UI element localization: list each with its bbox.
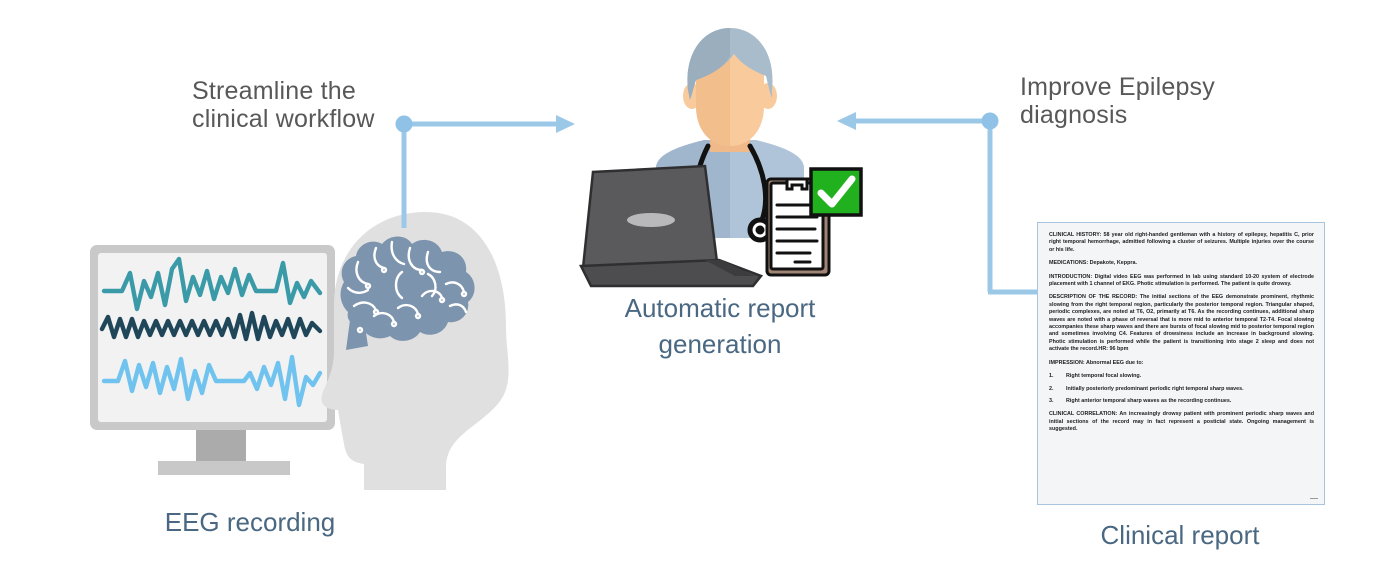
list-item: 3. Right anterior temporal sharp waves a…	[1049, 398, 1314, 405]
head-silhouette-icon	[310, 200, 540, 490]
eeg-wave-navy	[99, 310, 323, 342]
connector-right-node	[981, 112, 999, 130]
report-paragraph-medications: MEDICATIONS: Depakote, Keppra.	[1049, 260, 1137, 267]
list-item-text: Initially posteriorly predominant period…	[1066, 385, 1244, 392]
monitor-stand-neck	[196, 430, 246, 463]
list-item-number: 1.	[1049, 373, 1054, 380]
eeg-wave-teal	[101, 256, 323, 312]
list-item-number: 3.	[1049, 397, 1054, 404]
brain-folds	[346, 240, 468, 334]
clipboard-lines	[775, 203, 819, 264]
laptop-hinge	[705, 260, 755, 276]
arrow-right-icon	[556, 115, 575, 133]
report-paragraph-introduction: INTRODUCTION: Digital video EEG was perf…	[1049, 273, 1314, 288]
report-corner-mark	[1310, 493, 1318, 499]
caption-clinical-report: Clinical report	[1100, 520, 1260, 550]
doctor-hair-shadow	[687, 28, 730, 100]
monitor-stand-base	[158, 461, 290, 475]
connector-left-node	[395, 115, 413, 133]
report-paragraph-description: DESCRIPTION OF THE RECORD: The initial s…	[1049, 294, 1314, 353]
arrow-left-icon	[837, 112, 856, 130]
list-item: 1. Right temporal focal slowing.	[1049, 373, 1314, 380]
stethoscope-diaphragm	[755, 225, 765, 235]
laptop-logo	[627, 213, 675, 227]
eeg-screen	[98, 253, 327, 422]
label-improve: Improve Epilepsy diagnosis	[1020, 73, 1215, 129]
caption-eeg-recording: EEG recording	[164, 507, 336, 537]
check-mark	[817, 175, 856, 208]
clipboard-icon	[755, 165, 867, 280]
report-paragraph-clinical-history: CLINICAL HISTORY: 58 year old right-hand…	[1049, 232, 1314, 253]
laptop-icon	[565, 160, 780, 290]
clinical-report-text: CLINICAL HISTORY: 58 year old right-hand…	[1038, 223, 1324, 446]
list-item: 2. Initially posteriorly predominant per…	[1049, 386, 1314, 393]
laptop-base	[579, 258, 764, 288]
eeg-wave-lightblue	[101, 354, 323, 408]
label-streamline: Streamline the clinical workflow	[192, 77, 375, 133]
list-item-text: Right temporal focal slowing.	[1066, 373, 1142, 380]
eeg-waveforms	[99, 256, 323, 408]
report-paragraph-clinical-correlation: CLINICAL CORRELATION: An increasingly dr…	[1049, 411, 1314, 433]
report-impression-list: 1. Right temporal focal slowing. 2. Init…	[1049, 373, 1314, 405]
connector-right	[830, 100, 1050, 305]
monitor-icon	[90, 245, 335, 430]
report-paragraph-impression: IMPRESSION: Abnormal EEG due to:	[1049, 359, 1144, 366]
connector-left	[380, 100, 590, 230]
clinical-report-panel: CLINICAL HISTORY: 58 year old right-hand…	[1037, 222, 1325, 505]
list-item-text: Right anterior temporal sharp waves as t…	[1066, 397, 1232, 404]
list-item-number: 2.	[1049, 385, 1054, 392]
clipboard-clip	[785, 177, 809, 191]
caption-automatic-report: Automatic report generation	[624, 293, 816, 359]
